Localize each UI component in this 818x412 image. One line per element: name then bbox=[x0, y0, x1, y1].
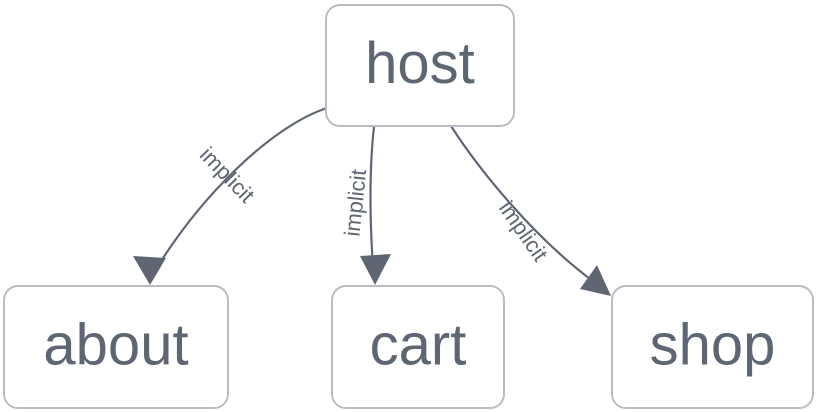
edge-host-shop[interactable]: implicit bbox=[450, 125, 611, 296]
node-host-label: host bbox=[365, 31, 475, 96]
edge-label-host-about: implicit bbox=[195, 142, 260, 208]
node-host-box bbox=[325, 4, 515, 127]
node-host[interactable]: host bbox=[325, 4, 515, 127]
edge-host-about-path bbox=[149, 106, 328, 280]
nodes-layer: host about cart shop bbox=[3, 4, 814, 409]
node-cart[interactable]: cart bbox=[331, 285, 505, 409]
edge-host-shop-label-group: implicit bbox=[494, 196, 553, 265]
edge-host-cart-path bbox=[369, 126, 376, 267]
node-shop[interactable]: shop bbox=[611, 285, 814, 409]
node-shop-box bbox=[611, 285, 814, 409]
edge-host-cart-arrowhead-icon bbox=[360, 254, 391, 285]
node-about-box bbox=[3, 285, 229, 409]
edge-host-cart[interactable]: implicit bbox=[339, 126, 391, 285]
edge-host-about-arrowhead-icon bbox=[133, 256, 166, 285]
node-about[interactable]: about bbox=[3, 285, 229, 409]
edges-layer: implicit implicit implicit bbox=[133, 106, 611, 296]
edge-label-host-shop: implicit bbox=[494, 196, 553, 265]
edge-host-shop-path bbox=[450, 125, 595, 283]
node-cart-label: cart bbox=[370, 312, 467, 377]
node-shop-label: shop bbox=[650, 312, 776, 377]
node-cart-box bbox=[331, 285, 505, 409]
node-about-label: about bbox=[43, 312, 188, 377]
edge-host-about[interactable]: implicit bbox=[133, 106, 328, 285]
edge-host-shop-arrowhead-icon bbox=[580, 265, 611, 296]
edge-host-cart-label-group: implicit bbox=[339, 168, 371, 237]
edge-label-host-cart: implicit bbox=[339, 168, 371, 237]
edge-host-about-label-group: implicit bbox=[195, 142, 260, 208]
